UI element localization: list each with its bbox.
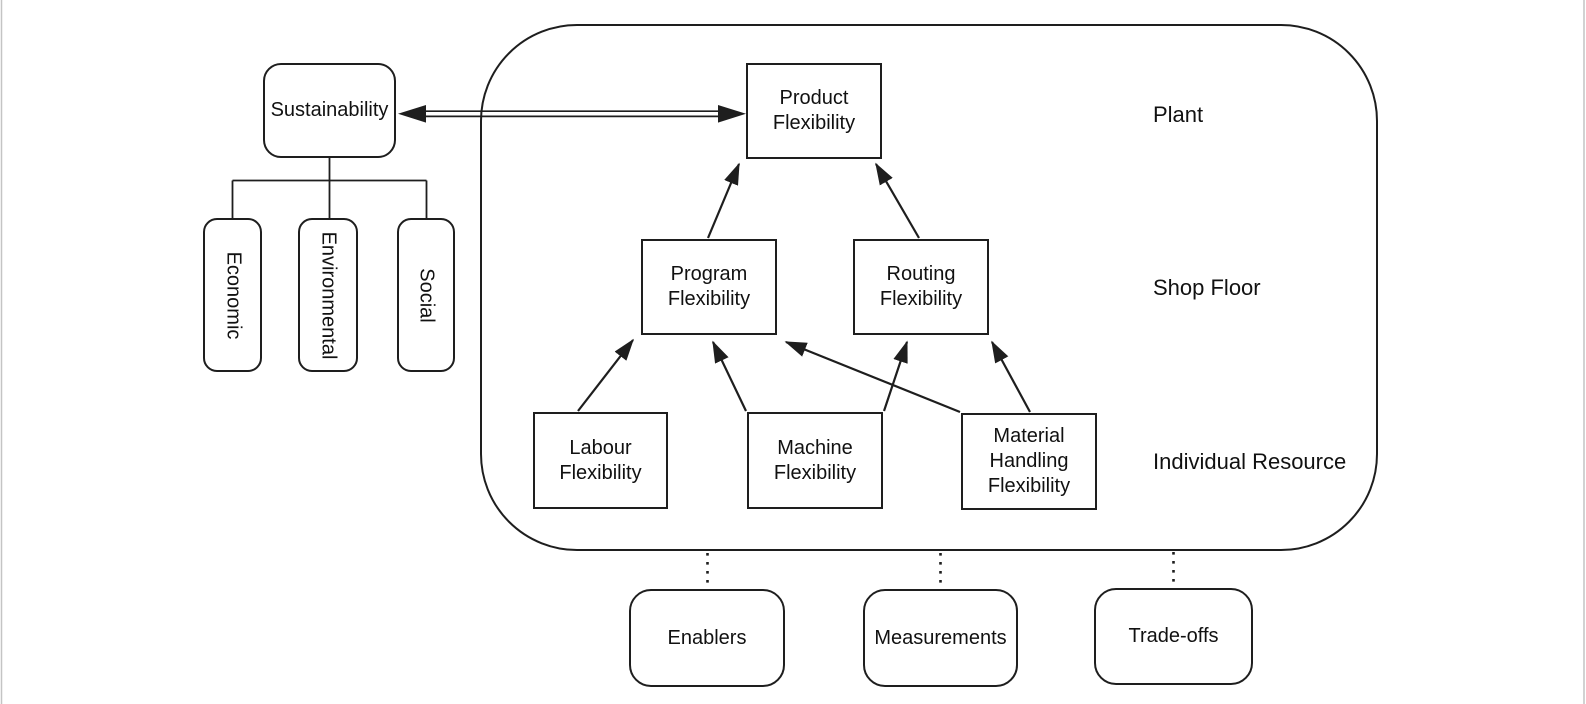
arrow-machine-to-program [712, 340, 747, 412]
node-machine-flexibility: Machine Flexibility [747, 412, 883, 509]
node-environmental: Environmental [298, 218, 358, 372]
arrow-routing-to-product [875, 162, 920, 239]
node-social: Social [397, 218, 455, 372]
node-trade-offs: Trade-offs [1094, 588, 1253, 685]
arrow-labour-to-program [577, 338, 634, 412]
node-economic-label: Economic [222, 251, 244, 339]
node-sustainability-label: Sustainability [270, 99, 389, 121]
flexibility-levels-container [480, 24, 1378, 551]
arrow-program-to-product [706, 162, 741, 239]
node-labour-flexibility: Labour Flexibility [533, 412, 668, 509]
node-product-flexibility-label: Product Flexibility [772, 87, 856, 134]
zone-label-individual-resource: Individual Resource [1153, 449, 1347, 474]
node-material-handling-flexibility: Material Handling Flexibility [961, 413, 1097, 510]
node-enablers-label: Enablers [667, 626, 747, 649]
node-material-handling-flexibility-label: Material Handling Flexibility [987, 425, 1071, 497]
node-labour-flexibility-label: Labour Flexibility [559, 436, 642, 484]
node-program-flexibility: Program Flexibility [641, 239, 777, 335]
node-product-flexibility: Product Flexibility [746, 63, 882, 159]
node-trade-offs-label: Trade-offs [1128, 625, 1219, 647]
node-measurements: Measurements [863, 589, 1018, 687]
node-routing-flexibility-label: Routing Flexibility [879, 263, 963, 310]
node-environmental-label: Environmental [317, 231, 340, 359]
zone-label-plant: Plant [1153, 102, 1204, 127]
sustainability-product-double-arrow [398, 105, 746, 123]
double-arrow-left-head [398, 105, 426, 123]
node-measurements-label: Measurements [874, 626, 1007, 649]
arrow-material-handling-to-program [784, 340, 961, 414]
node-routing-flexibility: Routing Flexibility [853, 239, 989, 335]
node-sustainability: Sustainability [263, 63, 396, 158]
double-arrow-right-head [718, 105, 746, 123]
node-enablers: Enablers [629, 589, 785, 687]
arrow-material-handling-to-routing [991, 340, 1031, 413]
arrow-machine-to-routing [882, 340, 909, 412]
node-program-flexibility-label: Program Flexibility [667, 263, 751, 310]
node-machine-flexibility-label: Machine Flexibility [773, 436, 857, 484]
zone-label-shop-floor: Shop Floor [1153, 275, 1261, 300]
node-economic: Economic [203, 218, 262, 372]
node-social-label: Social [415, 267, 438, 323]
sustainability-tree-connector [231, 158, 428, 218]
